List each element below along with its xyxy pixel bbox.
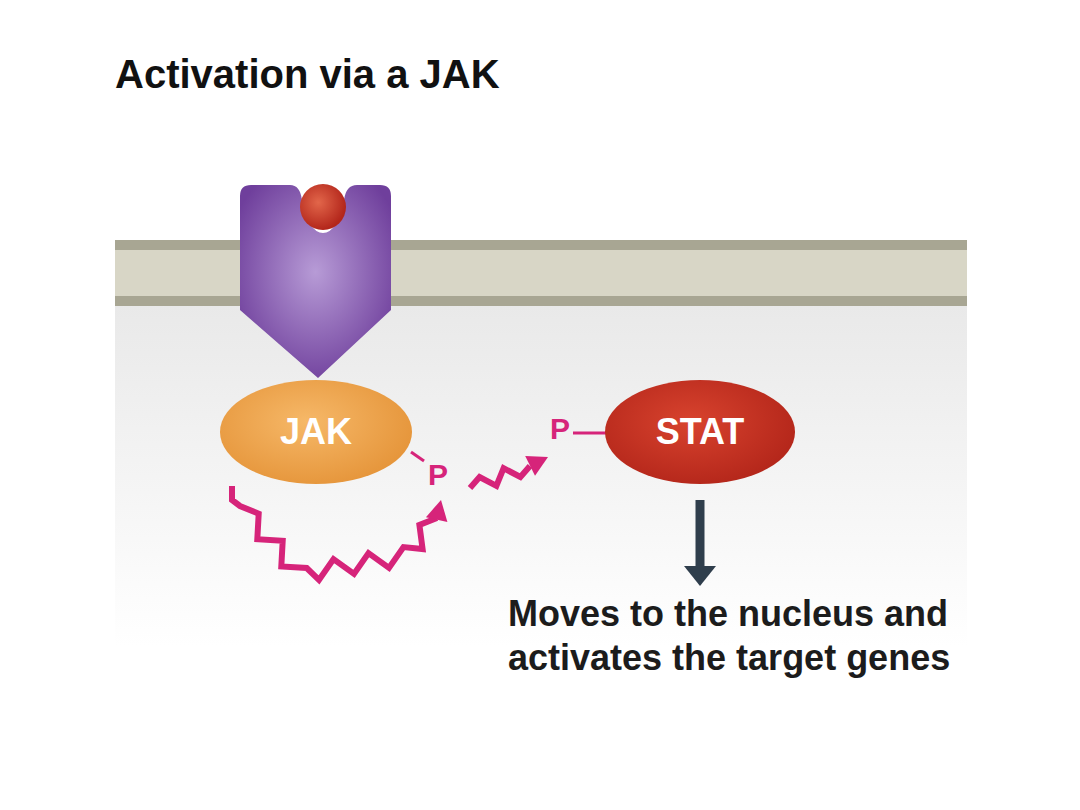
phosphate-label: P	[550, 414, 570, 444]
arrowhead	[684, 566, 716, 586]
note-text: Moves to the nucleus and activates the t…	[508, 592, 968, 680]
title: Activation via a JAK	[115, 52, 500, 97]
phosphate-label: P	[428, 460, 448, 490]
arrowhead	[426, 500, 447, 522]
transcription-factor-ellipse: STAT	[605, 380, 795, 484]
ligand	[300, 184, 346, 230]
phosphate-bond	[411, 452, 424, 461]
node-label: STAT	[656, 411, 745, 453]
phosphate-bond	[573, 432, 606, 435]
receptor	[240, 185, 391, 378]
node-label: JAK	[280, 411, 352, 453]
zigzag-arrow	[232, 486, 437, 580]
translocation-arrow	[696, 500, 705, 568]
zigzag-arrow	[470, 466, 530, 488]
arrowhead	[525, 456, 548, 476]
kinase-ellipse: JAK	[220, 380, 412, 484]
